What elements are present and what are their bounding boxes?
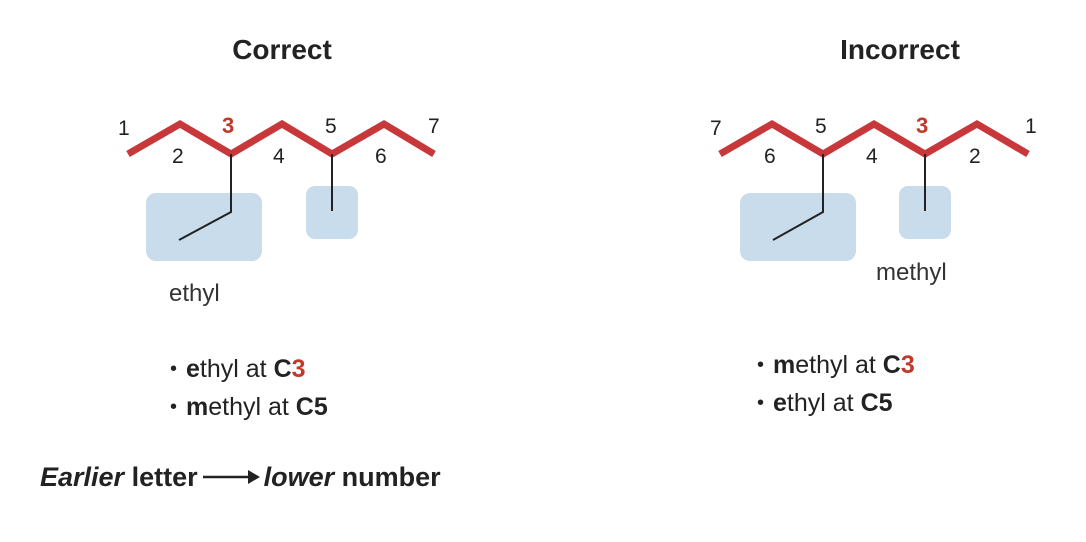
bullet-item: •methyl at C5 — [170, 388, 328, 426]
bullet-item: •methyl at C3 — [757, 346, 915, 384]
carbon-number-4: 4 — [273, 145, 285, 168]
carbon-number-1: 1 — [1025, 115, 1037, 138]
bullet-icon: • — [757, 392, 765, 414]
carbon-number-7: 7 — [710, 117, 722, 140]
ethyl-label: ethyl — [169, 280, 220, 307]
carbon-number-5: 5 — [815, 115, 827, 138]
carbon-number-6: 6 — [375, 145, 387, 168]
bullet-list-incorrect: •methyl at C3 •ethyl at C5 — [757, 346, 915, 422]
molecule-correct: 1 2 3 4 5 6 7 ethyl — [118, 113, 440, 307]
ethyl-bond — [772, 154, 824, 241]
bullet-item: •ethyl at C5 — [757, 384, 915, 422]
carbon-number-3: 3 — [222, 113, 234, 138]
right-arrow-icon — [200, 463, 262, 494]
carbon-number-2: 2 — [969, 145, 981, 168]
bullet-icon: • — [757, 354, 765, 376]
carbon-number-3: 3 — [916, 113, 928, 138]
ethyl-bond — [178, 154, 232, 241]
carbon-number-1: 1 — [118, 117, 130, 140]
heading-incorrect: Incorrect — [840, 34, 960, 65]
methyl-highlight-box — [899, 186, 951, 239]
naming-rule: Earlier letter lower number — [40, 462, 441, 494]
main-chain — [126, 119, 436, 159]
molecule-incorrect: 7 6 5 4 3 2 1 methyl — [710, 113, 1037, 286]
bullet-list-correct: •ethyl at C3 •methyl at C5 — [170, 350, 328, 426]
carbon-number-7: 7 — [428, 115, 440, 138]
rule-earlier: Earlier — [40, 462, 125, 492]
rule-number: number — [334, 462, 441, 492]
methyl-highlight-box — [306, 186, 358, 239]
panel-incorrect: Incorrect 7 6 5 4 3 2 1 methyl •methyl a… — [543, 0, 1086, 542]
bullet-item: •ethyl at C3 — [170, 350, 328, 388]
bullet-icon: • — [170, 396, 178, 418]
rule-lower: lower — [263, 462, 335, 492]
bullet-icon: • — [170, 358, 178, 380]
carbon-number-2: 2 — [172, 145, 184, 168]
methyl-label: methyl — [876, 259, 947, 286]
carbon-number-6: 6 — [764, 145, 776, 168]
heading-correct: Correct — [232, 34, 332, 65]
panel-correct: Correct 1 2 3 4 5 6 7 ethyl •ethyl at C3… — [118, 34, 440, 426]
carbon-number-4: 4 — [866, 145, 878, 168]
main-chain — [718, 119, 1030, 159]
carbon-number-5: 5 — [325, 115, 337, 138]
rule-letter: letter — [124, 462, 198, 492]
